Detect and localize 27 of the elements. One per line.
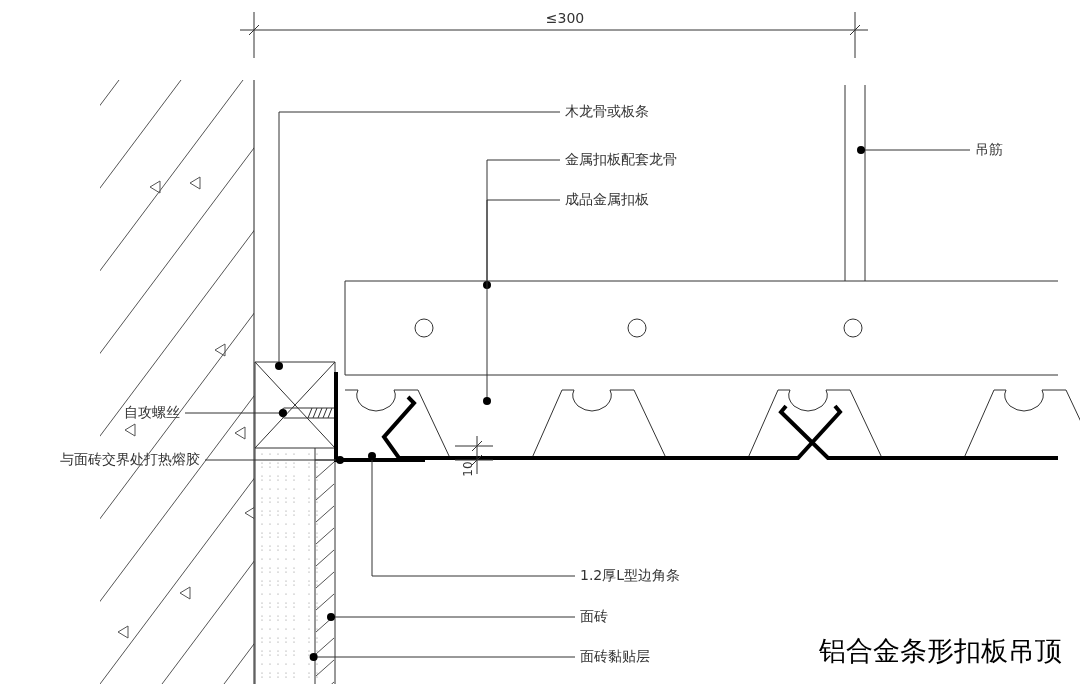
dimension-text: 10 bbox=[462, 461, 476, 477]
callout-label: 吊筋 bbox=[975, 142, 1003, 158]
hanger-rod-drawing bbox=[844, 84, 866, 282]
adhesive-layer-drawing bbox=[254, 447, 318, 684]
callout-label: 1.2厚L型边角条 bbox=[580, 568, 681, 584]
leader-line bbox=[483, 159, 561, 289]
leader-line bbox=[483, 199, 561, 405]
callout-label: 木龙骨或板条 bbox=[565, 104, 649, 120]
callout-label: 成品金属扣板 bbox=[565, 192, 649, 208]
leader-line bbox=[368, 452, 576, 577]
callout-label: 金属扣板配套龙骨 bbox=[565, 152, 677, 168]
wood-block-drawing bbox=[254, 361, 336, 449]
carrier-keel-drawing bbox=[344, 280, 1080, 459]
tile-drawing bbox=[314, 459, 336, 684]
callout-label: 与面砖交界处打热熔胶 bbox=[60, 452, 200, 468]
leader-line bbox=[327, 613, 576, 621]
leader-line bbox=[184, 409, 287, 417]
leader-line bbox=[857, 146, 971, 154]
callout-label: 自攻螺丝 bbox=[124, 405, 180, 421]
leader-line bbox=[204, 456, 344, 464]
diagram-title: 铝合金条形扣板吊顶 bbox=[819, 636, 1062, 666]
leader-line bbox=[309, 653, 576, 661]
leader-line bbox=[275, 111, 561, 370]
callout-label: 面砖黏贴层 bbox=[580, 649, 650, 665]
callout-label: 面砖 bbox=[580, 609, 608, 625]
dimension-text: ≤300 bbox=[545, 11, 585, 27]
l-angle-drawing bbox=[334, 372, 425, 462]
